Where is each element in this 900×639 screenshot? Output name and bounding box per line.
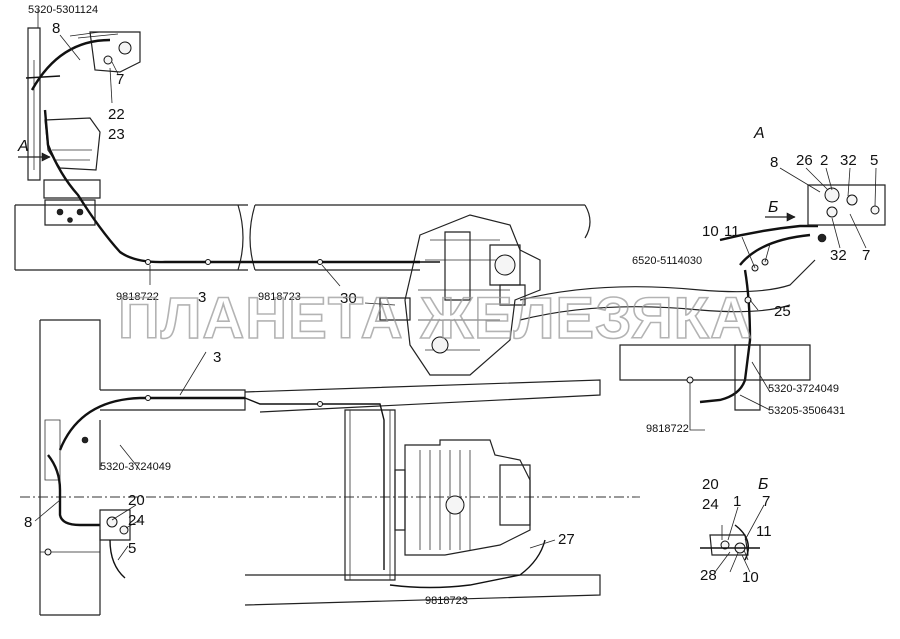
callout-b-10: 10 [742, 569, 759, 586]
upper-frame-rail [14, 199, 591, 271]
upper-cable-route [30, 38, 440, 265]
callout-5-left: 5 [128, 540, 136, 557]
view-arrow-b [765, 212, 796, 222]
view-b-title: Б [758, 476, 768, 493]
callout-a-7: 7 [862, 247, 870, 264]
label-top-left: 5320-5301124 [28, 4, 98, 16]
callout-b-24: 24 [702, 496, 719, 513]
callout-23: 23 [108, 126, 125, 143]
label-cable-mid: 9818723 [258, 291, 301, 303]
callout-a-5: 5 [870, 152, 878, 169]
label-clamp-right: 5320-3724049 [768, 383, 839, 395]
callout-b-11: 11 [756, 523, 772, 540]
callout-8-left: 8 [24, 514, 32, 531]
valve-cluster-left [40, 436, 131, 579]
callout-7-top: 7 [116, 71, 124, 88]
callout-24-left: 24 [128, 512, 145, 529]
callout-a-26: 26 [796, 152, 813, 169]
part-number-labels: 5320-5301124 9818722 9818723 6520-511403… [28, 4, 845, 607]
label-cable-right-low: 9818722 [646, 423, 689, 435]
callout-10: 10 [702, 223, 719, 240]
callout-27: 27 [558, 531, 575, 548]
right-cable-assembly [519, 224, 818, 431]
label-clamp-left-low: 5320-3724049 [100, 461, 171, 473]
view-b-detail [700, 524, 760, 561]
lower-chassis [20, 319, 640, 616]
callout-3-upper: 3 [198, 289, 206, 306]
transfer-case-upper [379, 214, 541, 376]
callout-numbers: 8 7 22 23 3 30 3 20 24 8 5 27 8 26 2 32 … [24, 20, 878, 586]
callout-22: 22 [108, 106, 125, 123]
label-bracket-right: 53205-3506431 [768, 405, 845, 417]
callout-a-2: 2 [820, 152, 828, 169]
watermark-text: ПЛАНЕТА ЖЕЛЕЗЯКА [118, 286, 753, 351]
callout-3-lower: 3 [213, 349, 221, 366]
callout-a-8: 8 [770, 154, 778, 171]
callout-20-left: 20 [128, 492, 145, 509]
callout-8-top: 8 [52, 20, 60, 37]
arrow-b-letter: Б [768, 199, 778, 216]
cab-mount-assembly [25, 10, 141, 199]
label-cable-bottom: 9818723 [425, 595, 468, 607]
view-arrow-a [18, 152, 51, 162]
view-a-title: А [753, 125, 765, 142]
leader-lines [34, 34, 877, 573]
view-a-detail [807, 184, 886, 243]
callout-a-32-bot: 32 [830, 247, 847, 264]
view-letters: А Б А Б [17, 125, 778, 493]
callout-25: 25 [774, 303, 791, 320]
gearbox-lower [394, 439, 531, 556]
callout-30: 30 [340, 290, 357, 307]
callout-b-28: 28 [700, 567, 717, 584]
arrow-a-letter: А [17, 138, 29, 155]
callout-11: 11 [724, 223, 740, 240]
callout-a-32-top: 32 [840, 152, 857, 169]
callout-b-7: 7 [762, 493, 770, 510]
label-cable-left: 9818722 [116, 291, 159, 303]
callout-b-1: 1 [733, 493, 741, 510]
callout-b-20: 20 [702, 476, 719, 493]
lower-cable-route [47, 395, 546, 589]
label-cable-right: 6520-5114030 [632, 255, 702, 267]
